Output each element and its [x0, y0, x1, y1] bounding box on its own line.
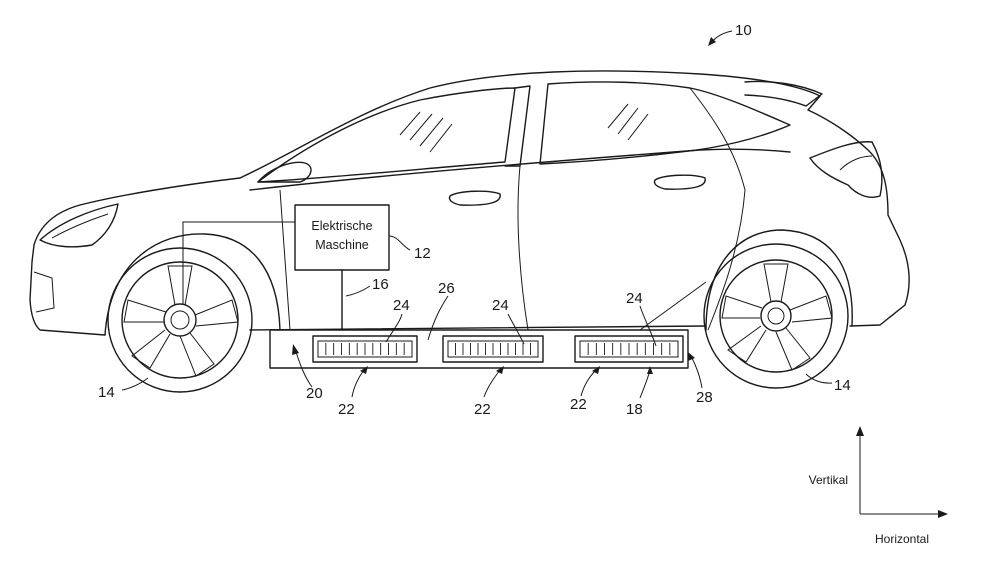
front-spokes	[124, 266, 238, 376]
tail-light-inner	[840, 156, 872, 170]
cell-stack-2	[456, 343, 531, 355]
b-pillar	[505, 86, 530, 166]
leader-lines	[122, 31, 832, 398]
axis-indicator: Vertikal Horizontal	[809, 426, 948, 546]
ref-20: 20	[306, 385, 323, 402]
front-bumper	[34, 272, 54, 312]
front-door-handle	[449, 191, 500, 205]
ref-22-c: 22	[570, 396, 587, 413]
machine-label-line2: Maschine	[315, 238, 369, 252]
roof-line	[240, 71, 909, 326]
ref-24-b: 24	[492, 297, 509, 314]
ref-24-a: 24	[393, 297, 410, 314]
door-divider	[518, 166, 528, 330]
ref-10: 10	[735, 22, 752, 39]
machine-label-line1: Elektrische	[311, 219, 372, 233]
rear-spokes	[722, 264, 832, 370]
rear-window	[540, 82, 790, 164]
rear-spoiler	[745, 82, 822, 107]
rear-wheel-assembly	[704, 230, 852, 388]
tail-light	[810, 142, 882, 198]
cell-stack-1	[326, 343, 404, 355]
vertical-axis-label: Vertikal	[809, 473, 848, 487]
ref-12: 12	[414, 245, 431, 262]
car-body	[30, 71, 909, 335]
window-reflection-marks	[400, 104, 648, 152]
rear-door-handle	[654, 175, 705, 189]
front-hub	[164, 304, 196, 336]
front-door-line	[280, 190, 290, 330]
rear-tire	[704, 244, 848, 388]
hood-line	[30, 178, 240, 335]
ref-14-front: 14	[98, 384, 115, 401]
rear-door-line	[708, 190, 745, 330]
rear-hub	[761, 301, 791, 331]
ref-26: 26	[438, 280, 455, 297]
ref-24-c: 24	[626, 290, 643, 307]
ref-14-rear: 14	[834, 377, 851, 394]
front-wheel-assembly	[105, 234, 280, 392]
ref-22-a: 22	[338, 401, 355, 418]
horizontal-axis-label: Horizontal	[875, 532, 929, 546]
rear-rim	[720, 260, 832, 372]
ref-16: 16	[372, 276, 389, 293]
reference-numerals: 10 12 14 14 16 18 20 22 22 22 24 24 24 2…	[98, 22, 851, 418]
ref-18: 18	[626, 401, 643, 418]
ref-28: 28	[696, 389, 713, 406]
ref-22-b: 22	[474, 401, 491, 418]
rear-wheel-arch	[706, 230, 852, 330]
cell-stack-3	[588, 343, 670, 355]
front-tire	[108, 248, 252, 392]
battery-assembly	[270, 330, 688, 368]
